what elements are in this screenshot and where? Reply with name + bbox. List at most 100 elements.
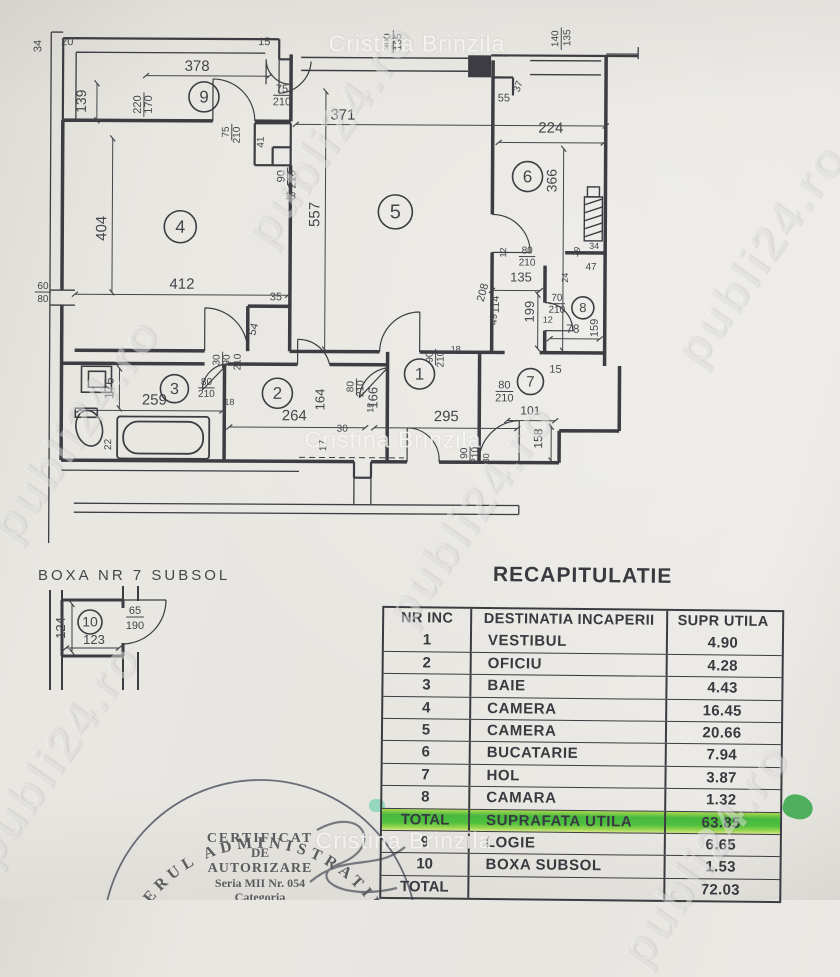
dimension-label: 12 <box>498 247 508 257</box>
cell-destination: LOGIE <box>470 832 666 855</box>
dimension-label: 264 <box>282 407 307 424</box>
stamp-line-5: Categoria <box>235 890 286 900</box>
room-number-3: 3 <box>170 381 179 398</box>
cell-nr: 7 <box>382 764 470 786</box>
room-number-9: 9 <box>199 88 209 107</box>
dimension-label: 140 <box>550 30 561 47</box>
dimension-label: 210 <box>233 353 244 370</box>
dimension-label: 47 <box>585 262 597 273</box>
stamp-line-3: AUTORIZARE <box>208 861 313 876</box>
dimension-label: 60 <box>37 281 49 292</box>
dimension-label: 75 <box>221 126 232 138</box>
dimension-label: 55 <box>498 92 510 104</box>
room-number-8: 8 <box>579 300 586 315</box>
cell-nr: 4 <box>383 696 471 718</box>
dimension-label: 210 <box>355 380 366 397</box>
dimension-label: 210 <box>495 392 513 404</box>
room-number-1: 1 <box>415 365 425 384</box>
dimension-label: 18 <box>451 344 461 354</box>
dimension-label: 190 <box>126 620 144 632</box>
dimension-label: 78 <box>566 322 580 336</box>
cell-destination <box>469 877 665 900</box>
dimension-label: 49 <box>489 313 500 325</box>
dimension-label: 75 <box>276 83 288 95</box>
dimension-label: 54 <box>246 322 261 337</box>
cell-nr: TOTAL <box>381 876 469 898</box>
dimension-label: 124 <box>53 617 68 639</box>
cell-area: 4.43 <box>667 677 777 700</box>
dimension-label: 20 <box>61 36 73 48</box>
dimension-label: 22 <box>103 438 114 450</box>
cell-destination: BUCATARIE <box>471 742 667 765</box>
dimension-label: 366 <box>543 169 559 193</box>
dimension-label: 295 <box>434 408 459 425</box>
dimension-label: 80 <box>37 294 49 305</box>
cell-nr: 1 <box>384 629 472 651</box>
cell-area: 4.90 <box>668 632 778 655</box>
dimension-label: 15 <box>258 36 270 48</box>
table-title: RECAPITULATIE <box>423 562 743 589</box>
dimension-label: 135 <box>562 29 573 46</box>
watermark-author: Cristina Brinzila <box>305 427 482 454</box>
dimension-label: 24 <box>560 273 570 283</box>
dimension-label: 210 <box>232 126 243 143</box>
authorization-stamp: STERUL ADMINISTRATIEI PU CERTIFICAT DE A… <box>55 752 415 900</box>
room-number-7: 7 <box>526 373 534 390</box>
cell-destination: VESTIBUL <box>472 630 668 653</box>
dimension-label: 404 <box>93 216 110 241</box>
cell-area: 16.45 <box>667 699 777 722</box>
dimension-label: 80 <box>522 246 534 257</box>
dimension-label: 139 <box>73 89 89 113</box>
dimension-label: 12 <box>365 403 375 413</box>
dimension-label: 210 <box>273 96 291 108</box>
room-number-6: 6 <box>523 167 533 186</box>
dimension-label: 208 <box>475 282 491 303</box>
dimension-label: 224 <box>538 120 563 137</box>
dimension-label: 199 <box>522 301 537 323</box>
cell-destination: BAIE <box>471 675 667 698</box>
highlighter-smudge-right <box>780 792 815 823</box>
radiator <box>584 187 602 241</box>
dimension-label: 259 <box>142 392 167 409</box>
dimension-label: 210 <box>436 350 447 367</box>
room-number-2: 2 <box>273 384 283 403</box>
stamp-line-2: DE <box>251 845 269 860</box>
dimension-label: 159 <box>589 319 601 337</box>
room-number-5: 5 <box>390 201 401 223</box>
cell-nr: 2 <box>384 652 472 674</box>
cell-destination: CAMERA <box>471 720 667 743</box>
dimension-label: 19 <box>570 245 583 258</box>
cell-nr: 6 <box>383 741 471 763</box>
cell-destination: CAMERA <box>471 697 667 720</box>
watermark-author: Cristina Brinzila <box>316 828 493 855</box>
dimension-label: 70 <box>551 293 563 304</box>
dimension-label: 80 <box>201 377 213 388</box>
dimension-label: 12 <box>543 315 553 325</box>
dimension-label: 170 <box>143 95 155 113</box>
cell-destination: CAMARA <box>470 787 666 810</box>
dimension-label: 41 <box>256 136 267 148</box>
dimension-label: 15 <box>549 364 561 376</box>
dimension-label: 90 <box>222 354 233 366</box>
dimension-label: 164 <box>312 389 327 411</box>
dimension-label: 135 <box>510 269 532 284</box>
header-supr-utila: SUPR UTILA <box>668 611 778 634</box>
dimension-label: 34 <box>589 241 599 251</box>
cell-nr: 3 <box>383 674 471 696</box>
cell-area: 4.28 <box>668 655 778 678</box>
room-number-10: 10 <box>82 614 98 630</box>
dimension-label: 412 <box>169 276 194 293</box>
watermark-author: Cristina Brinzila <box>329 31 506 58</box>
cell-destination: BOXA SUBSOL <box>469 854 665 877</box>
dimension-label: 34 <box>32 40 44 52</box>
cell-nr: 10 <box>381 853 469 875</box>
cell-destination: SUPRAFATA UTILA <box>470 809 666 832</box>
dimension-label: 114 <box>490 296 502 314</box>
